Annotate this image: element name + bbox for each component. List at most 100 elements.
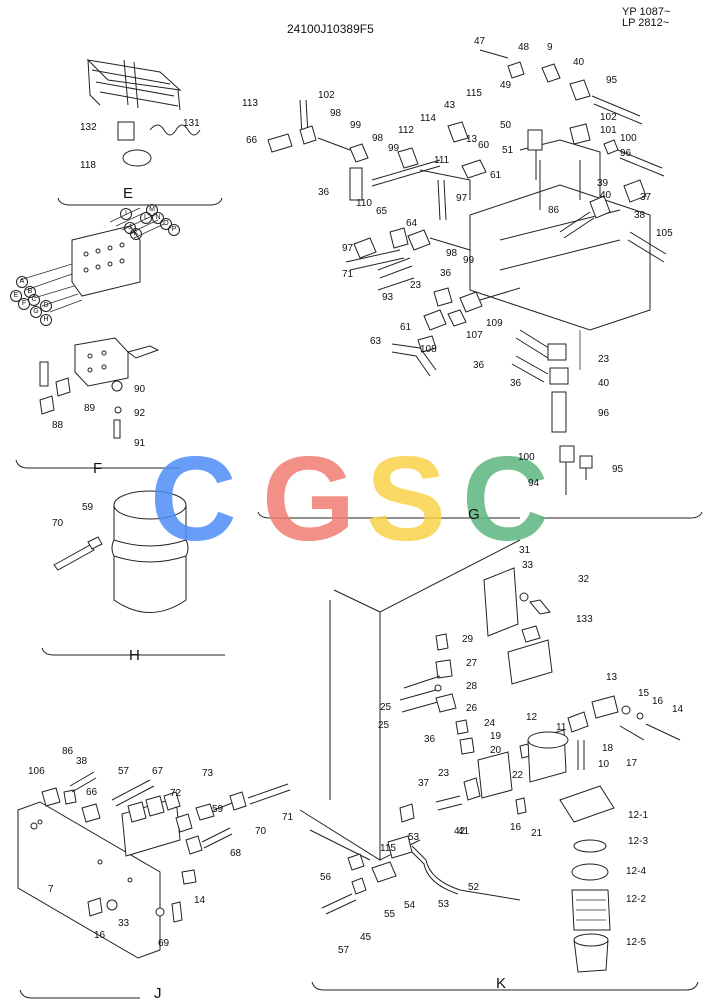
part-number-label: 97 (456, 193, 468, 204)
connector-letter-marker: G (30, 306, 42, 318)
part-number-label: 36 (424, 734, 436, 745)
part-number-label: 69 (158, 938, 170, 949)
part-number-label: 61 (490, 170, 502, 181)
serial-range-yp: YP 1087~ (622, 6, 671, 18)
part-number-label: 93 (382, 292, 394, 303)
part-number-label: 109 (486, 318, 503, 329)
part-number-label: 90 (134, 384, 146, 395)
part-number-label: 100 (620, 133, 637, 144)
section-g-drawing (257, 49, 703, 519)
part-number-label: 16 (94, 930, 106, 941)
part-number-label: 23 (410, 280, 422, 291)
part-number-label: 86 (62, 746, 74, 757)
part-number-label: 17 (626, 758, 638, 769)
part-number-label: 91 (134, 438, 146, 449)
part-number-label: 48 (518, 42, 530, 53)
part-number-label: 9 (547, 42, 553, 53)
section-j-drawing (17, 771, 291, 999)
part-number-label: 95 (612, 464, 624, 475)
part-number-label: 26 (466, 703, 478, 714)
part-number-label: 37 (418, 778, 430, 789)
part-number-label: 32 (578, 574, 590, 585)
part-number-label: 70 (255, 826, 267, 837)
part-number-label: 72 (170, 788, 182, 799)
part-number-label: 14 (194, 895, 206, 906)
part-number-label: 96 (620, 148, 632, 159)
part-number-label: 59 (82, 502, 94, 513)
part-number-label: 14 (672, 704, 684, 715)
connector-letter-marker: F (18, 298, 30, 310)
section-k-drawing (299, 539, 699, 991)
watermark-letter: C (462, 432, 549, 566)
connector-letter-marker: I (120, 208, 132, 220)
part-number-label: 98 (446, 248, 458, 259)
part-number-label: 36 (510, 378, 522, 389)
part-number-label: 111 (434, 155, 450, 166)
part-number-label: 12-1 (628, 810, 649, 821)
part-number-label: 113 (242, 98, 258, 109)
section-e-drawing (57, 59, 223, 206)
part-number-label: 57 (338, 945, 350, 956)
part-number-label: 115 (466, 88, 482, 99)
section-label-f: F (93, 460, 103, 477)
part-number-label: 7 (48, 884, 54, 895)
part-number-label: 98 (330, 108, 342, 119)
part-number-label: 12-4 (626, 866, 647, 877)
part-number-label: 101 (600, 125, 617, 136)
part-number-label: 99 (350, 120, 362, 131)
part-number-label: 38 (76, 756, 88, 767)
connector-letter-marker: K (130, 228, 142, 240)
section-label-j: J (154, 985, 162, 1000)
part-number-label: 133 (576, 614, 593, 625)
part-number-label: 63 (370, 336, 382, 347)
part-number-label: 45 (360, 932, 372, 943)
cgsc-watermark: C G S C (150, 432, 549, 566)
part-number-label: 96 (598, 408, 610, 419)
part-number-label: 99 (388, 143, 400, 154)
connector-letter-marker: H (40, 314, 52, 326)
part-number-label: 102 (600, 112, 617, 123)
part-number-label: 56 (320, 872, 332, 883)
part-number-label: 27 (466, 658, 478, 669)
part-number-label: 40 (598, 378, 610, 389)
part-number-label: 22 (512, 770, 524, 781)
part-number-label: 50 (500, 120, 512, 131)
part-number-label: 73 (202, 768, 214, 779)
part-number-label: 86 (548, 205, 560, 216)
part-number-label: 40 (573, 57, 585, 68)
part-number-label: 24 (484, 718, 496, 729)
part-number-label: 41 (458, 826, 470, 837)
part-number-label: 16 (510, 822, 522, 833)
part-number-label: 33 (118, 918, 130, 929)
part-number-label: 13 (466, 134, 478, 145)
part-number-label: 52 (468, 882, 480, 893)
part-number-label: 98 (372, 133, 384, 144)
part-number-label: 99 (463, 255, 475, 266)
part-number-label: 12-2 (626, 894, 647, 905)
part-number-label: 36 (473, 360, 485, 371)
part-number-label: 59 (212, 804, 224, 815)
part-number-label: 11 (556, 722, 567, 733)
part-number-label: 131 (183, 118, 200, 129)
part-number-label: 25 (378, 720, 390, 731)
part-number-label: 105 (656, 228, 673, 239)
part-number-label: 29 (462, 634, 474, 645)
part-number-label: 37 (640, 192, 652, 203)
watermark-letter: S (366, 432, 446, 566)
part-number-label: 66 (86, 787, 98, 798)
part-number-label: 71 (282, 812, 294, 823)
part-number-label: 12-5 (626, 937, 647, 948)
part-number-label: 28 (466, 681, 478, 692)
spring-part-131 (149, 124, 201, 136)
part-number-label: 15 (638, 688, 650, 699)
part-number-label: 16 (652, 696, 664, 707)
part-number-label: 36 (318, 187, 330, 198)
section-label-g: G (468, 506, 480, 523)
part-number-label: 12-3 (628, 836, 649, 847)
part-number-label: 68 (230, 848, 242, 859)
connector-letter-marker: D (40, 300, 52, 312)
part-number-label: 60 (478, 140, 490, 151)
part-number-label: 97 (342, 243, 354, 254)
